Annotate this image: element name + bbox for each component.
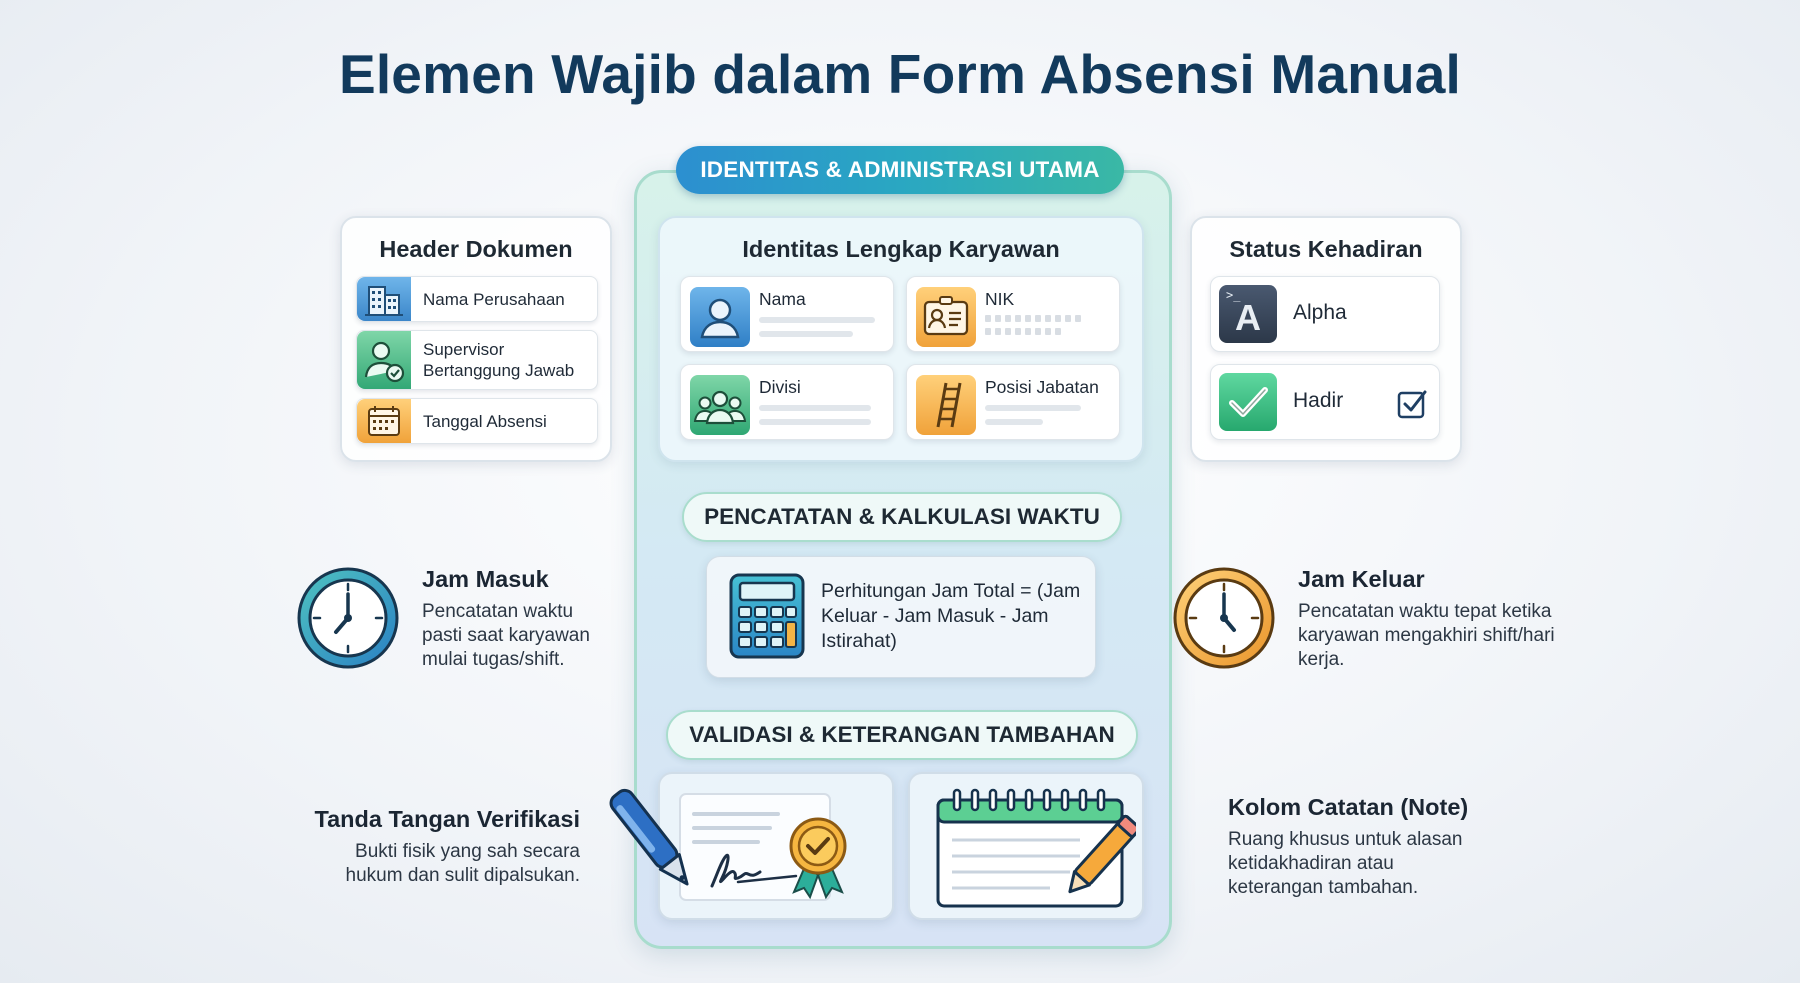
- field-nik-label: NIK: [985, 289, 1015, 309]
- signature-card: [658, 772, 894, 920]
- header-item-tanggal-absensi: Tanggal Absensi: [356, 398, 598, 444]
- header-dokumen-title: Header Dokumen: [379, 236, 573, 262]
- person-icon: [690, 287, 750, 347]
- jam-keluar-title: Jam Keluar: [1298, 566, 1425, 592]
- clock-masuk-icon: [297, 567, 399, 669]
- kolom-catatan-desc: Ruang khusus untuk alasan ketidakhadiran…: [1228, 829, 1463, 898]
- jam-keluar-desc: Pencatatan waktu tepat ketika karyawan m…: [1298, 601, 1555, 670]
- building-icon: [357, 277, 411, 321]
- field-nama: Nama: [680, 276, 894, 352]
- header-item-label: Tanggal Absensi: [423, 412, 547, 431]
- field-posisi-jabatan-label: Posisi Jabatan: [985, 377, 1099, 397]
- status-item-label: Alpha: [1293, 301, 1347, 324]
- ladder-icon: [916, 375, 976, 435]
- identity-card: Identitas Lengkap Karyawan Nama NIK Divi…: [658, 216, 1144, 462]
- field-divisi: Divisi: [680, 364, 894, 440]
- section-pill-identitas: IDENTITAS & ADMINISTRASI UTAMA: [676, 146, 1124, 194]
- status-item-hadir: Hadir: [1210, 364, 1440, 440]
- clock-keluar-icon: [1173, 567, 1275, 669]
- calendar-icon: [357, 399, 411, 443]
- jam-masuk-desc: Pencatatan waktu pasti saat karyawan mul…: [422, 601, 590, 670]
- id-card-icon: [916, 287, 976, 347]
- header-item-label: Nama Perusahaan: [423, 290, 565, 309]
- kolom-catatan-title: Kolom Catatan (Note): [1228, 794, 1469, 820]
- header-item-supervisor: Supervisor Bertanggung Jawab: [356, 330, 598, 390]
- note-card: [908, 772, 1144, 920]
- identity-card-title: Identitas Lengkap Karyawan: [742, 236, 1060, 262]
- status-kehadiran-card: Status Kehadiran >_ A Alpha Hadir: [1190, 216, 1462, 462]
- field-posisi-jabatan: Posisi Jabatan: [906, 364, 1120, 440]
- pen-icon: [609, 788, 689, 886]
- status-item-alpha: >_ A Alpha: [1210, 276, 1440, 352]
- field-nama-label: Nama: [759, 289, 806, 309]
- notepad-icon: [936, 788, 1136, 908]
- header-item-label: Supervisor Bertanggung Jawab: [423, 340, 575, 380]
- page-title: Elemen Wajib dalam Form Absensi Manual: [338, 43, 1462, 105]
- field-divisi-label: Divisi: [759, 377, 801, 397]
- status-item-label: Hadir: [1293, 389, 1344, 412]
- header-item-nama-perusahaan: Nama Perusahaan: [356, 276, 598, 322]
- status-kehadiran-title: Status Kehadiran: [1229, 236, 1423, 262]
- header-dokumen-card: Header Dokumen Nama Perusahaan Superviso…: [340, 216, 612, 462]
- jam-masuk-title: Jam Masuk: [422, 566, 549, 592]
- checkbox-checked-icon: [1397, 390, 1427, 419]
- tanda-tangan-desc: Bukti fisik yang sah secara hukum dan su…: [345, 841, 580, 886]
- calc-card: Perhitungan Jam Total = (Jam Keluar - Ja…: [706, 556, 1096, 678]
- check-icon: [1219, 373, 1277, 431]
- field-nik: NIK: [906, 276, 1120, 352]
- calculator-icon: [729, 573, 805, 664]
- alpha-icon: >_ A: [1219, 285, 1277, 343]
- calc-formula: Perhitungan Jam Total = (Jam Keluar - Ja…: [821, 580, 1081, 652]
- tanda-tangan-title: Tanda Tangan Verifikasi: [314, 806, 580, 832]
- section-pill-waktu: PENCATATAN & KALKULASI WAKTU: [682, 492, 1122, 542]
- user-check-icon: [357, 331, 411, 389]
- team-icon: [690, 375, 750, 435]
- signature-certificate-icon: [679, 793, 847, 901]
- section-pill-validasi: VALIDASI & KETERANGAN TAMBAHAN: [666, 710, 1138, 760]
